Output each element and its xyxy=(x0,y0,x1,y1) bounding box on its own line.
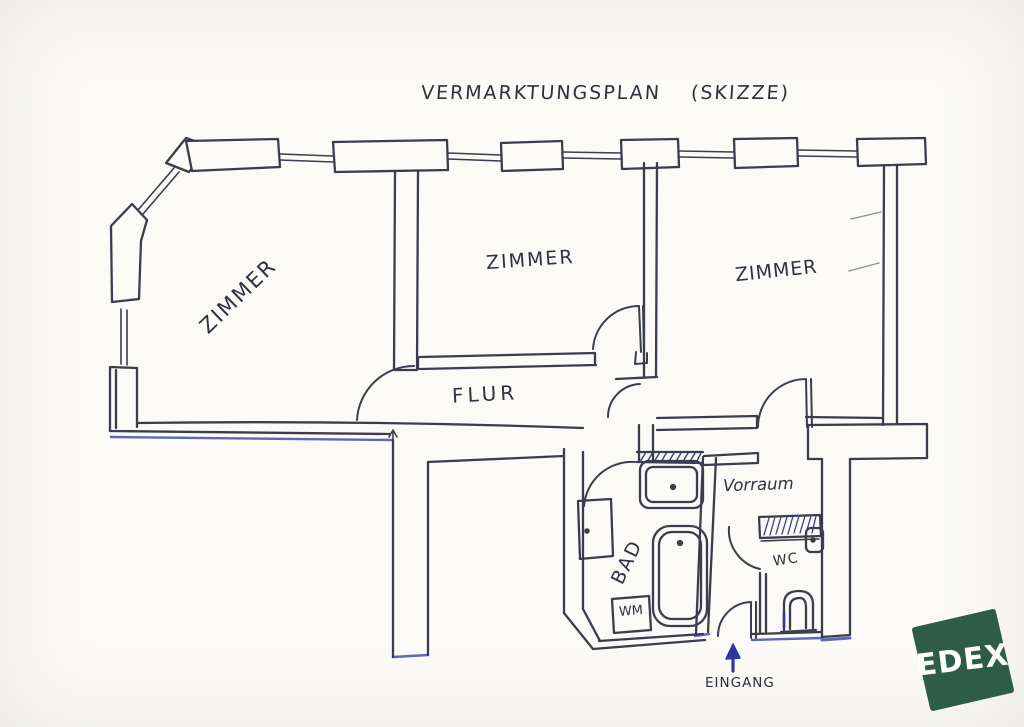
window-glazing xyxy=(137,149,858,215)
entrance-label: EINGANG xyxy=(705,675,775,691)
sketch-ticks xyxy=(848,211,882,272)
fixture-label-wm: WM xyxy=(618,603,644,620)
washing-machine-box xyxy=(610,594,653,635)
outer-wall-blue-edges xyxy=(109,435,852,659)
top-windows xyxy=(137,136,928,215)
toilet-icon xyxy=(779,589,818,634)
wall-hatching xyxy=(639,451,702,464)
bathtub xyxy=(651,524,709,628)
wc-sink xyxy=(804,526,825,554)
edex-logo-text: EDEX xyxy=(914,636,1012,684)
entrance-arrow-icon xyxy=(725,643,741,673)
bathroom-cabinet xyxy=(576,497,615,561)
wc-shelf xyxy=(757,513,823,542)
room-label-vorraum: Vorraum xyxy=(722,473,794,496)
left-bay-wall xyxy=(108,202,149,433)
interior-walls xyxy=(392,161,768,636)
bathroom-sink xyxy=(638,459,705,510)
room-label-flur: FLUR xyxy=(451,380,519,408)
door-arcs xyxy=(356,304,813,639)
outer-walls xyxy=(108,164,929,659)
title-suffix: (SKIZZE) xyxy=(690,82,791,104)
page-title: VERMARKTUNGSPLAN (SKIZZE) xyxy=(420,82,791,104)
title-main: VERMARKTUNGSPLAN xyxy=(420,82,662,104)
